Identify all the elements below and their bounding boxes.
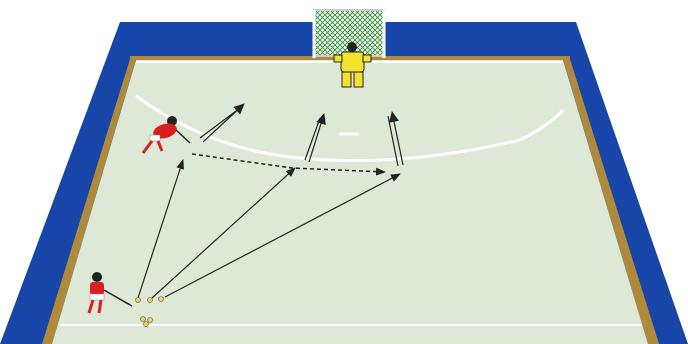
pitch xyxy=(52,60,648,344)
